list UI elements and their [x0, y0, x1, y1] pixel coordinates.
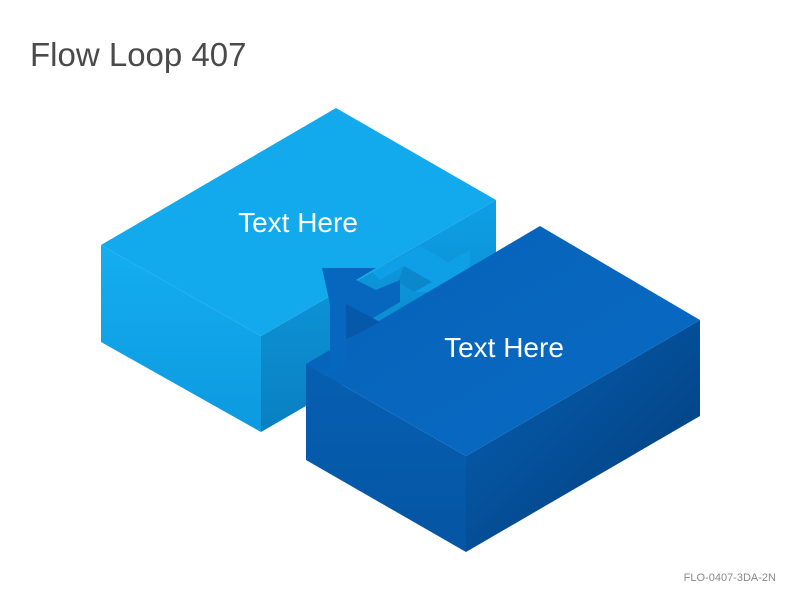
dark-blue-block-front-face: [306, 364, 466, 552]
dark-blue-block-side-face: [466, 320, 700, 552]
light-blue-block-top-face: [101, 108, 496, 336]
arrow-light-to-dark-shape: [372, 246, 470, 292]
dark-blue-block: [306, 226, 700, 552]
arrow-light-to-dark: [372, 246, 470, 292]
footer-code: FLO-0407-3DA-2N: [683, 572, 776, 584]
light-blue-block-front-face: [101, 245, 261, 432]
arrow-dark-to-light-notch: [346, 304, 380, 340]
light-blue-box-label: Text Here: [238, 207, 358, 238]
dark-blue-box-label: Text Here: [444, 332, 564, 363]
slide-title: Flow Loop 407: [30, 36, 247, 73]
arrow-light-to-dark-shade: [398, 266, 432, 292]
dark-blue-block-top-face: [306, 226, 700, 456]
arrow-dark-to-light: [322, 268, 400, 374]
